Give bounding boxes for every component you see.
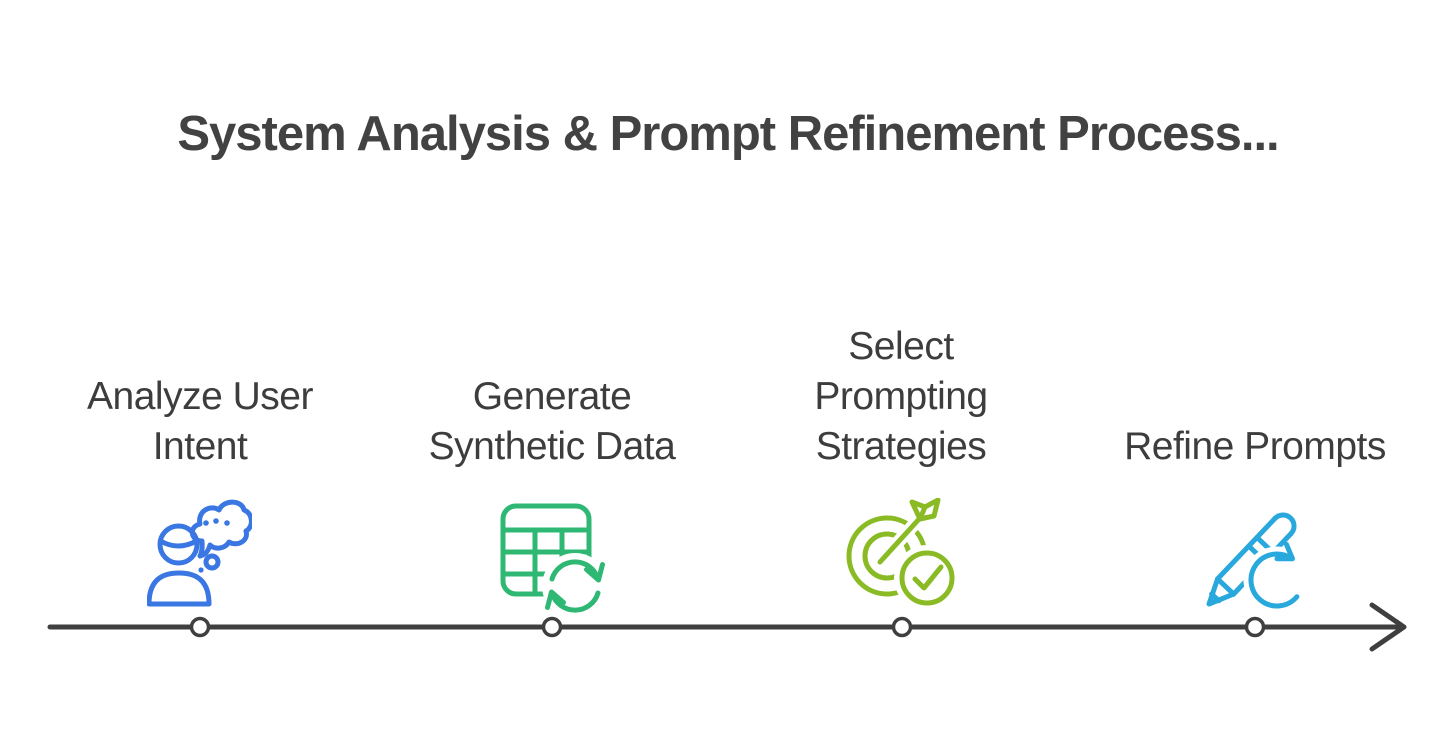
step-3-label-box: Select Prompting Strategies: [731, 300, 1071, 472]
step-4-label: Refine Prompts: [1124, 425, 1386, 468]
step-2-label-box: Generate Synthetic Data: [382, 300, 722, 472]
timeline-arrow: [47, 602, 1407, 652]
timeline-node-3: [891, 616, 913, 638]
target-check-icon: [842, 498, 962, 618]
table-sync-icon: [495, 496, 610, 618]
timeline-node-4: [1244, 616, 1266, 638]
person-thinking-icon: [147, 497, 252, 618]
step-1-label-box: Analyze User Intent: [30, 300, 370, 472]
step-2-label: Generate Synthetic Data: [428, 375, 676, 468]
timeline-node-1: [189, 616, 211, 638]
step-4-label-box: Refine Prompts: [1085, 300, 1425, 472]
timeline-node-2: [541, 616, 563, 638]
step-3-label: Select Prompting Strategies: [814, 325, 988, 468]
pencil-refresh-icon: [1195, 498, 1315, 618]
step-1-label: Analyze User Intent: [87, 375, 313, 468]
page-title: System Analysis & Prompt Refinement Proc…: [177, 107, 1279, 161]
timeline-arrowhead-icon: [1369, 602, 1407, 652]
